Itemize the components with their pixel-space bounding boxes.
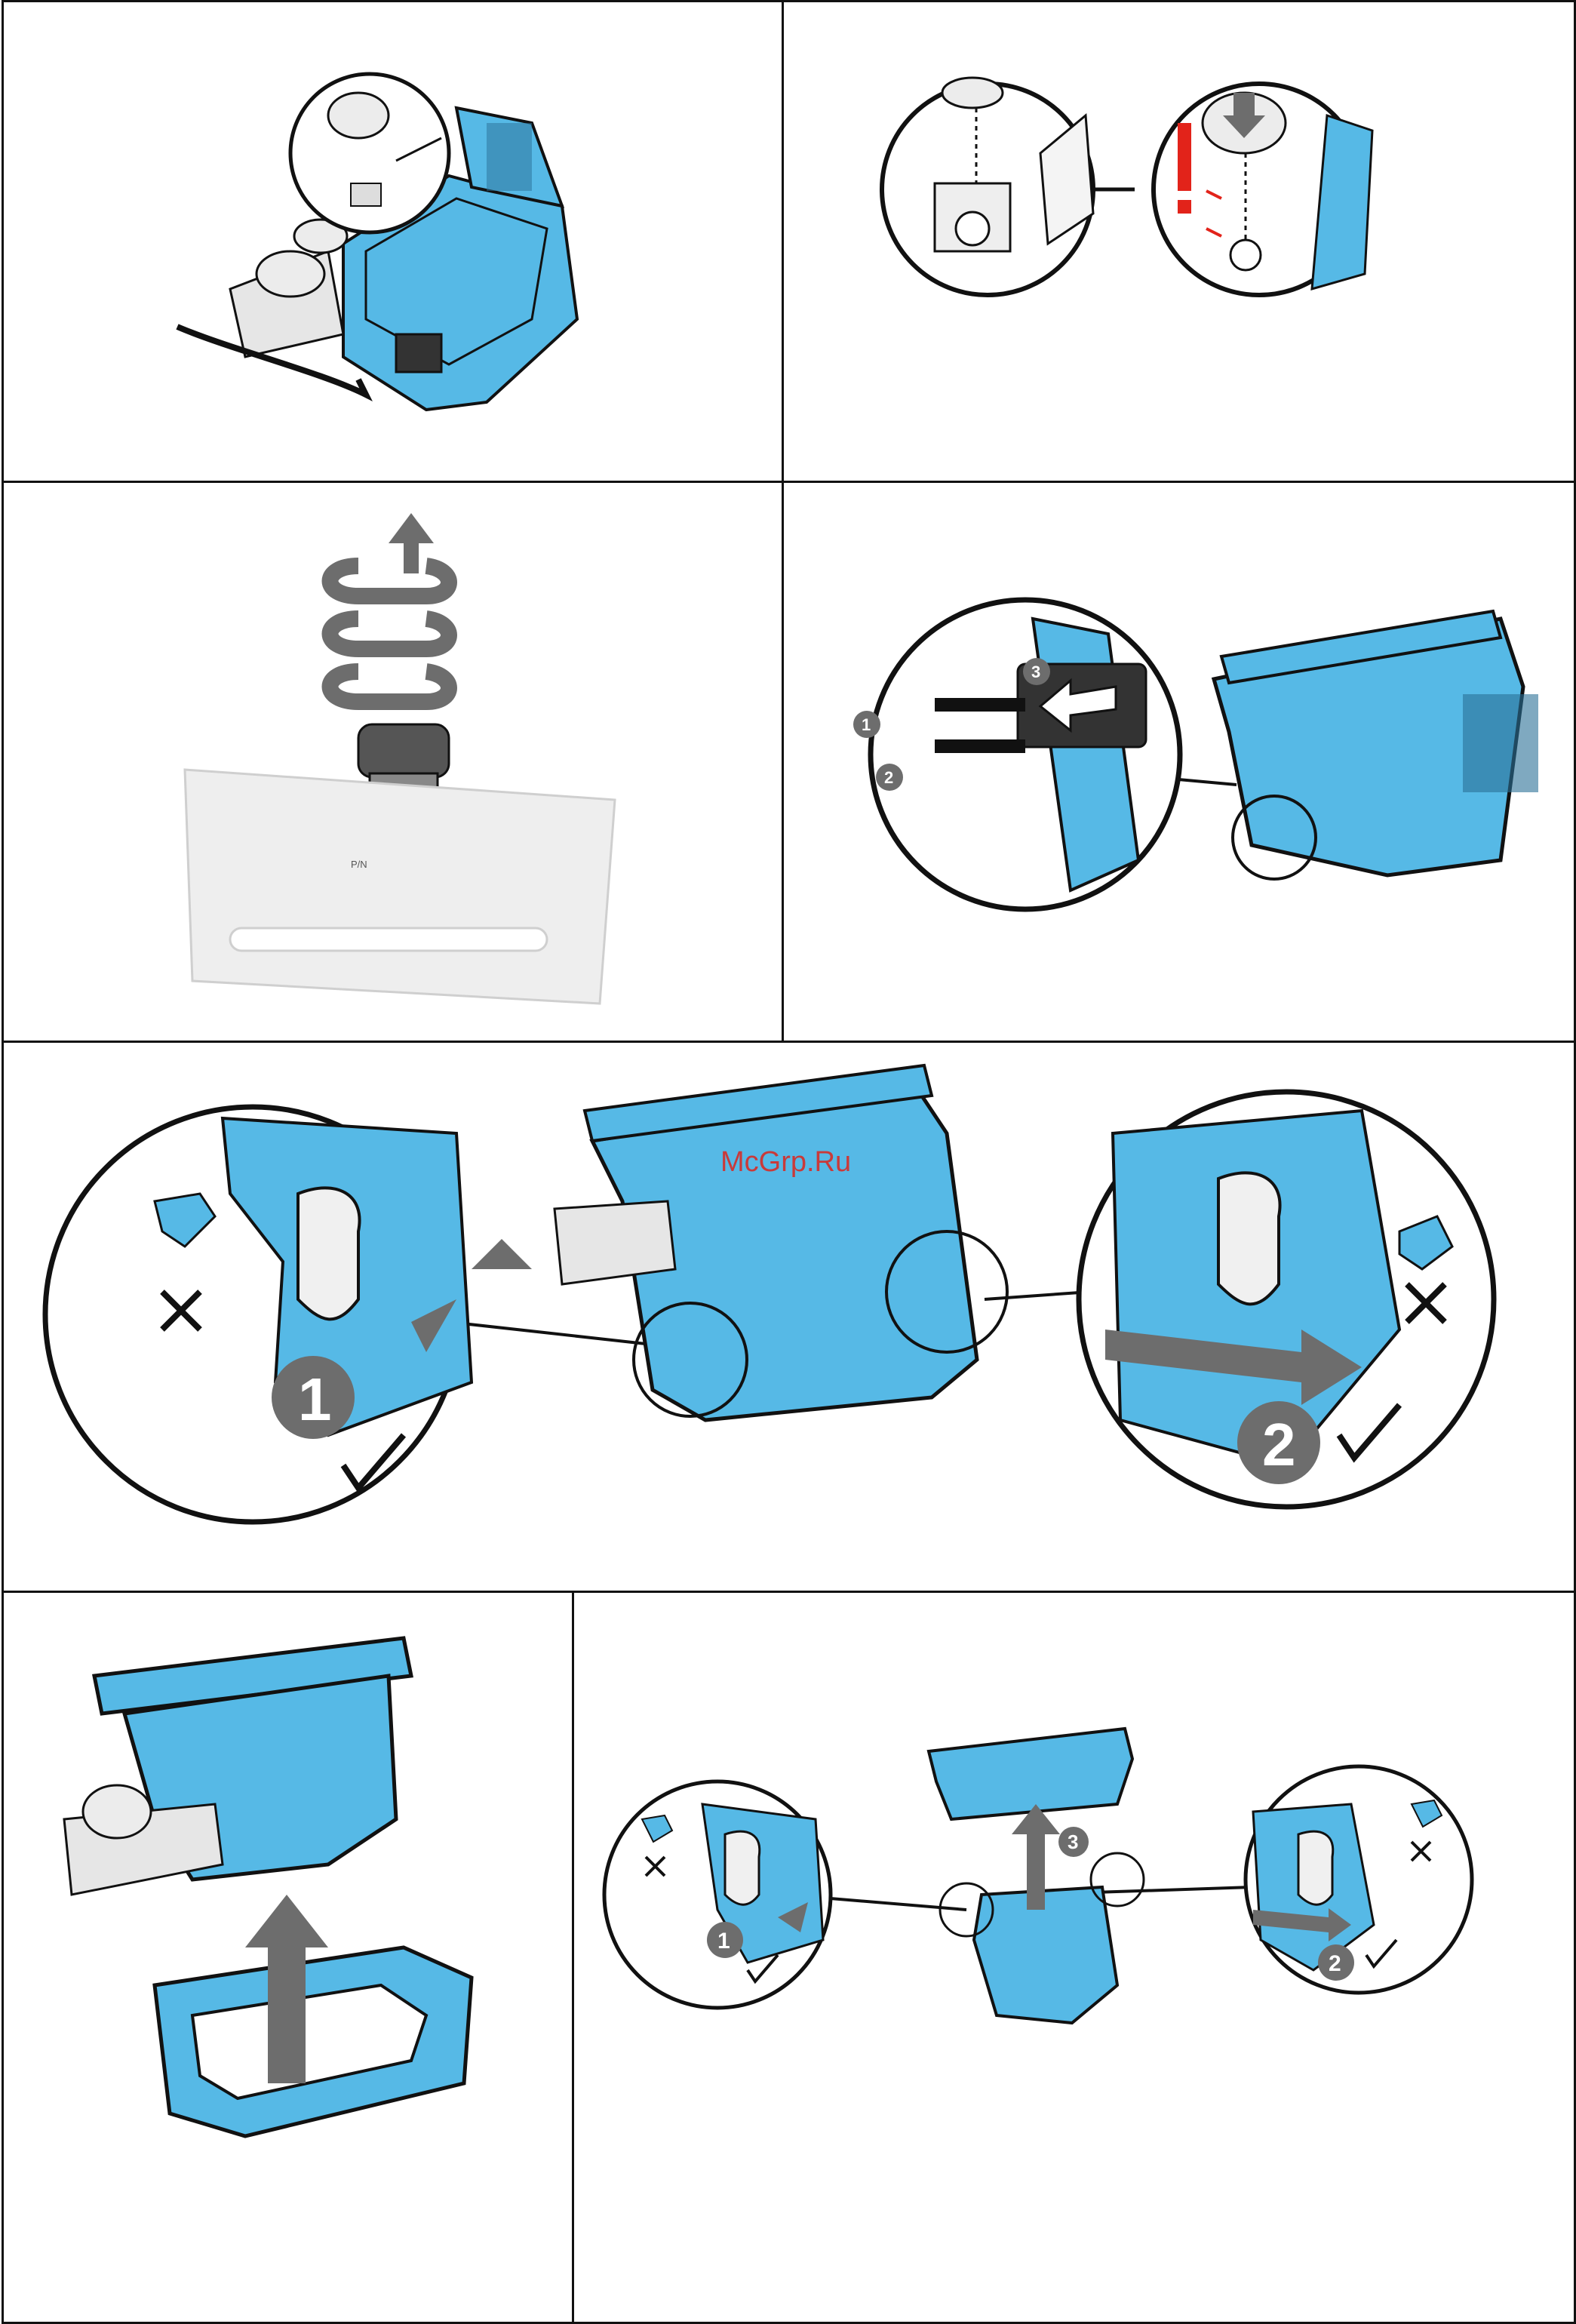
- panel-8-illustration: 3 1 2: [574, 1593, 1576, 2324]
- panel-7: [2, 1591, 574, 2324]
- warning-exclamation-icon: [1178, 123, 1191, 214]
- bottle-label: P/N: [351, 859, 367, 870]
- panel-1-illustration: [4, 2, 784, 483]
- step-number-1: 1: [862, 715, 871, 734]
- step-number-2: 2: [1262, 1411, 1296, 1478]
- panel-2: [782, 0, 1576, 483]
- step-number-3: 3: [1068, 1831, 1078, 1853]
- panel-3: P/N: [2, 481, 784, 1043]
- panel-7-illustration: [4, 1593, 574, 2324]
- panel-4-illustration: 1 2 3: [784, 483, 1576, 1043]
- rotate-arrows-icon: [330, 513, 450, 702]
- panel-2-illustration: [784, 2, 1576, 483]
- panel-5: McGrp.Ru 1 2: [2, 1041, 1576, 1593]
- step-number-1: 1: [298, 1366, 332, 1433]
- panel-1: [2, 0, 784, 483]
- step-number-2: 2: [884, 768, 893, 787]
- panel-5-illustration: McGrp.Ru 1 2: [4, 1043, 1576, 1593]
- panel-4: 1 2 3: [782, 481, 1576, 1043]
- step-number-2: 2: [1329, 1951, 1341, 1976]
- watermark: McGrp.Ru: [720, 1146, 851, 1178]
- step-number-3: 3: [1031, 662, 1040, 681]
- panel-8: 3 1 2: [572, 1591, 1576, 2324]
- step-number-1: 1: [717, 1929, 730, 1954]
- panel-3-illustration: P/N: [4, 483, 784, 1043]
